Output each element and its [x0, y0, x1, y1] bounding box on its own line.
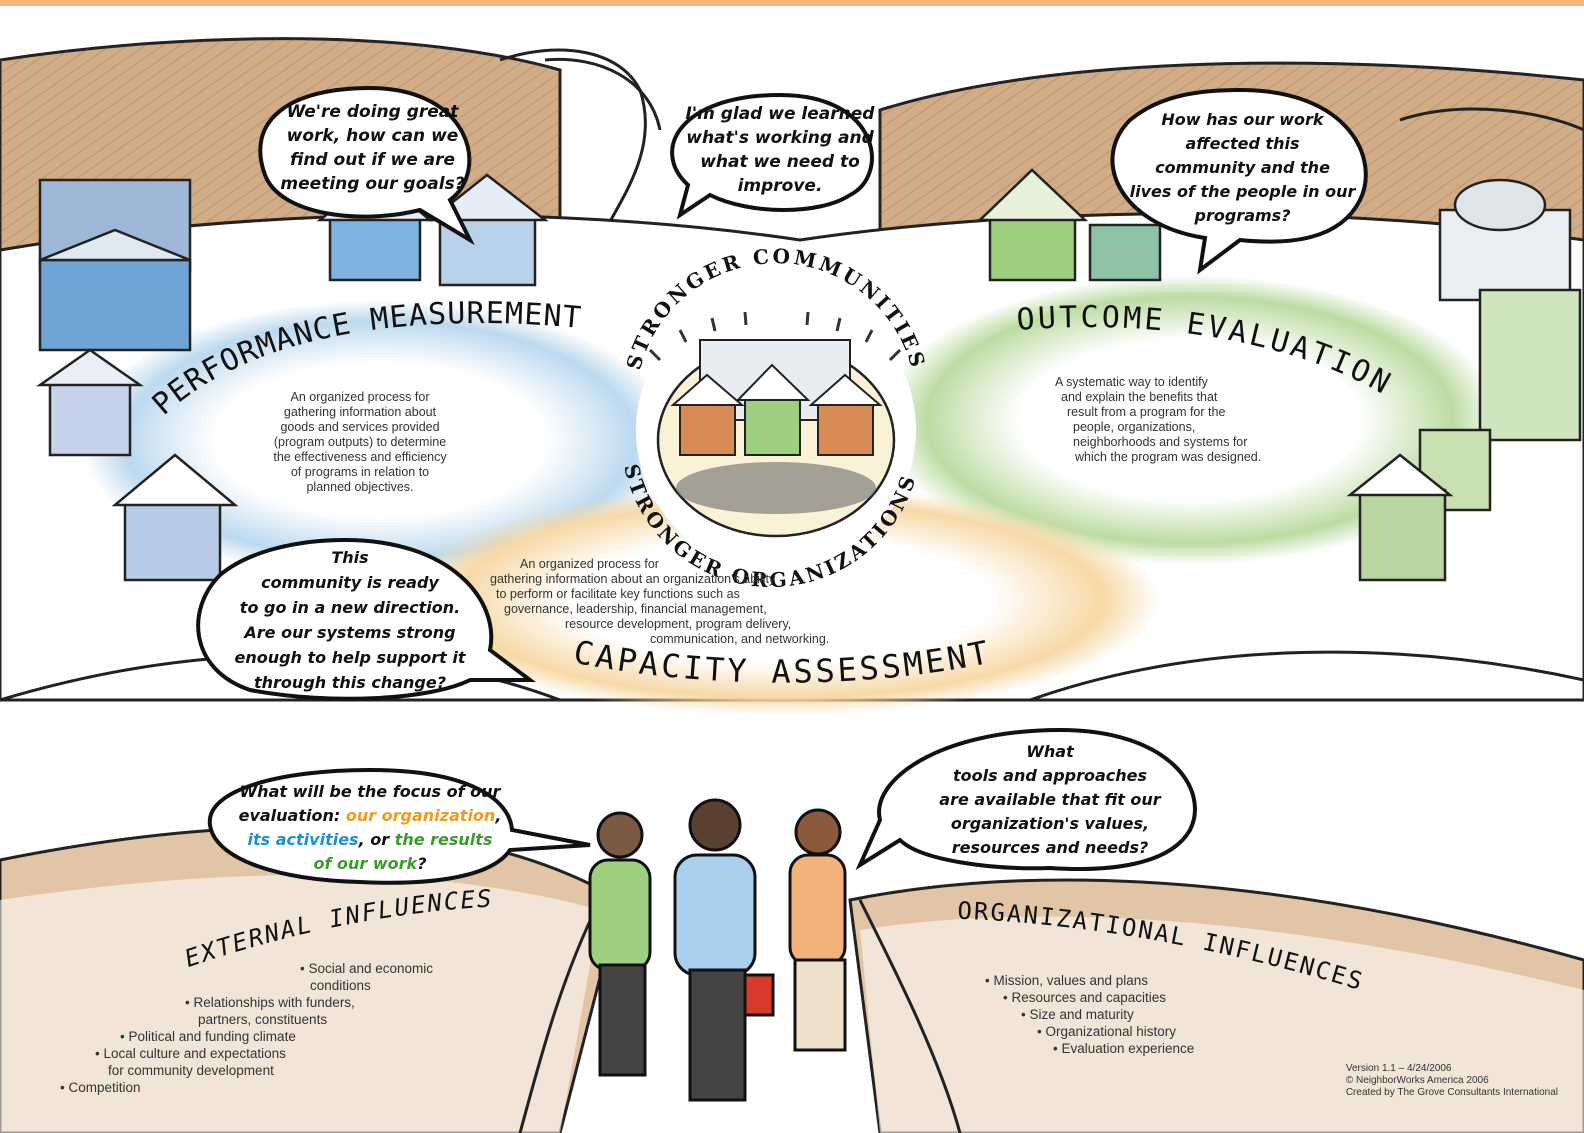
bubble-line: This — [331, 548, 369, 567]
bubble-line: lives of the people in our — [1129, 182, 1356, 201]
bubble-outcome-shape — [1110, 87, 1368, 275]
list-item: for community development — [108, 1063, 274, 1078]
bubble-tools-text: What tools and approaches are available … — [905, 740, 1195, 860]
list-item: • Political and funding climate — [120, 1029, 296, 1044]
list-item: conditions — [310, 978, 371, 993]
list-item: • Local culture and expectations — [95, 1046, 286, 1061]
bubble-line: of our work? — [313, 854, 427, 873]
bubble-line: enough to help support it — [234, 648, 466, 667]
bubble-line: programs? — [1194, 206, 1291, 225]
bubble-line: community and the — [1155, 158, 1330, 177]
bubble-outcome-text: How has our work affected this community… — [1110, 108, 1375, 228]
list-item: partners, constituents — [198, 1012, 328, 1027]
list-item: • Competition — [60, 1080, 141, 1095]
capacity-description: An organized process for gathering infor… — [490, 557, 830, 646]
bubble-line: What — [1026, 742, 1074, 761]
bubble-learned-shape — [670, 92, 874, 220]
outcome-glow — [880, 275, 1500, 565]
focus-the-results: the results — [394, 830, 493, 849]
bubble-focus-shape — [207, 767, 591, 885]
bubble-line: tools and approaches — [952, 766, 1148, 785]
bubble-line: We're doing great — [286, 102, 459, 122]
outcome-description: A systematic way to identify and explain… — [1055, 375, 1262, 464]
list-item: • Size and maturity — [1021, 1007, 1134, 1022]
bubble-line: How has our work — [1161, 110, 1324, 129]
bubble-line: to go in a new direction. — [239, 598, 461, 617]
performance-description: An organized process for gathering infor… — [273, 390, 447, 494]
bubble-line: are available that fit our — [939, 790, 1161, 809]
focus-its-activities: its activities — [247, 830, 359, 849]
bubble-performance-text: We're doing great work, how can we find … — [265, 100, 480, 196]
organizational-influences-list: • Mission, values and plans • Resources … — [985, 972, 1194, 1057]
houses-right — [976, 168, 1582, 582]
external-influences-list: • Social and economic conditions • Relat… — [60, 960, 433, 1096]
bubble-line: community is ready — [261, 573, 439, 592]
list-item: • Organizational history — [1037, 1024, 1177, 1039]
bubble-line: I'm glad we learned — [685, 104, 875, 124]
bubble-line: find out if we are — [289, 150, 456, 170]
bubble-line: what we need to — [700, 152, 860, 172]
list-item: • Resources and capacities — [1003, 990, 1167, 1005]
bubble-line: through this change? — [254, 673, 446, 692]
bubble-line: evaluation: our organization, — [238, 806, 502, 825]
bubble-line: organization's values, — [950, 814, 1150, 833]
bubble-line: resources and needs? — [951, 838, 1149, 857]
three-people-walking — [588, 798, 847, 1102]
bubble-line: What will be the focus of our — [239, 782, 501, 801]
list-item: • Social and economic — [300, 961, 434, 976]
speech-bubble-shapes — [196, 85, 1368, 885]
list-item: • Evaluation experience — [1053, 1041, 1195, 1056]
capacity-glow — [400, 485, 1160, 715]
list-item: • Mission, values and plans — [985, 973, 1149, 988]
bubble-line: work, how can we — [286, 126, 459, 146]
focus-our-organization: our organization — [345, 806, 496, 825]
bubble-line: Are our systems strong — [244, 623, 456, 642]
top-band — [0, 0, 1584, 6]
bubble-capacity-shape — [196, 537, 536, 701]
bubble-line: its activities, or the results — [247, 830, 493, 849]
performance-glow — [80, 300, 680, 580]
bubble-line: improve. — [737, 176, 823, 196]
bubble-focus-text: What will be the focus of our evaluation… — [205, 780, 535, 876]
list-item: • Relationships with funders, — [185, 995, 355, 1010]
bubble-performance-shape — [258, 85, 475, 246]
bubble-line: affected this — [1185, 134, 1300, 153]
bubble-tools-shape — [855, 727, 1197, 872]
bubble-capacity-text: This community is ready to go in a new d… — [200, 545, 500, 695]
bubble-line: what's working and — [686, 128, 874, 148]
bubble-line: meeting our goals? — [280, 174, 465, 194]
version-credit: Version 1.1 – 4/24/2006 © NeighborWorks … — [1345, 1063, 1558, 1098]
community-emblem — [636, 290, 916, 570]
bubble-learned-text: I'm glad we learned what's working and w… — [675, 102, 885, 198]
